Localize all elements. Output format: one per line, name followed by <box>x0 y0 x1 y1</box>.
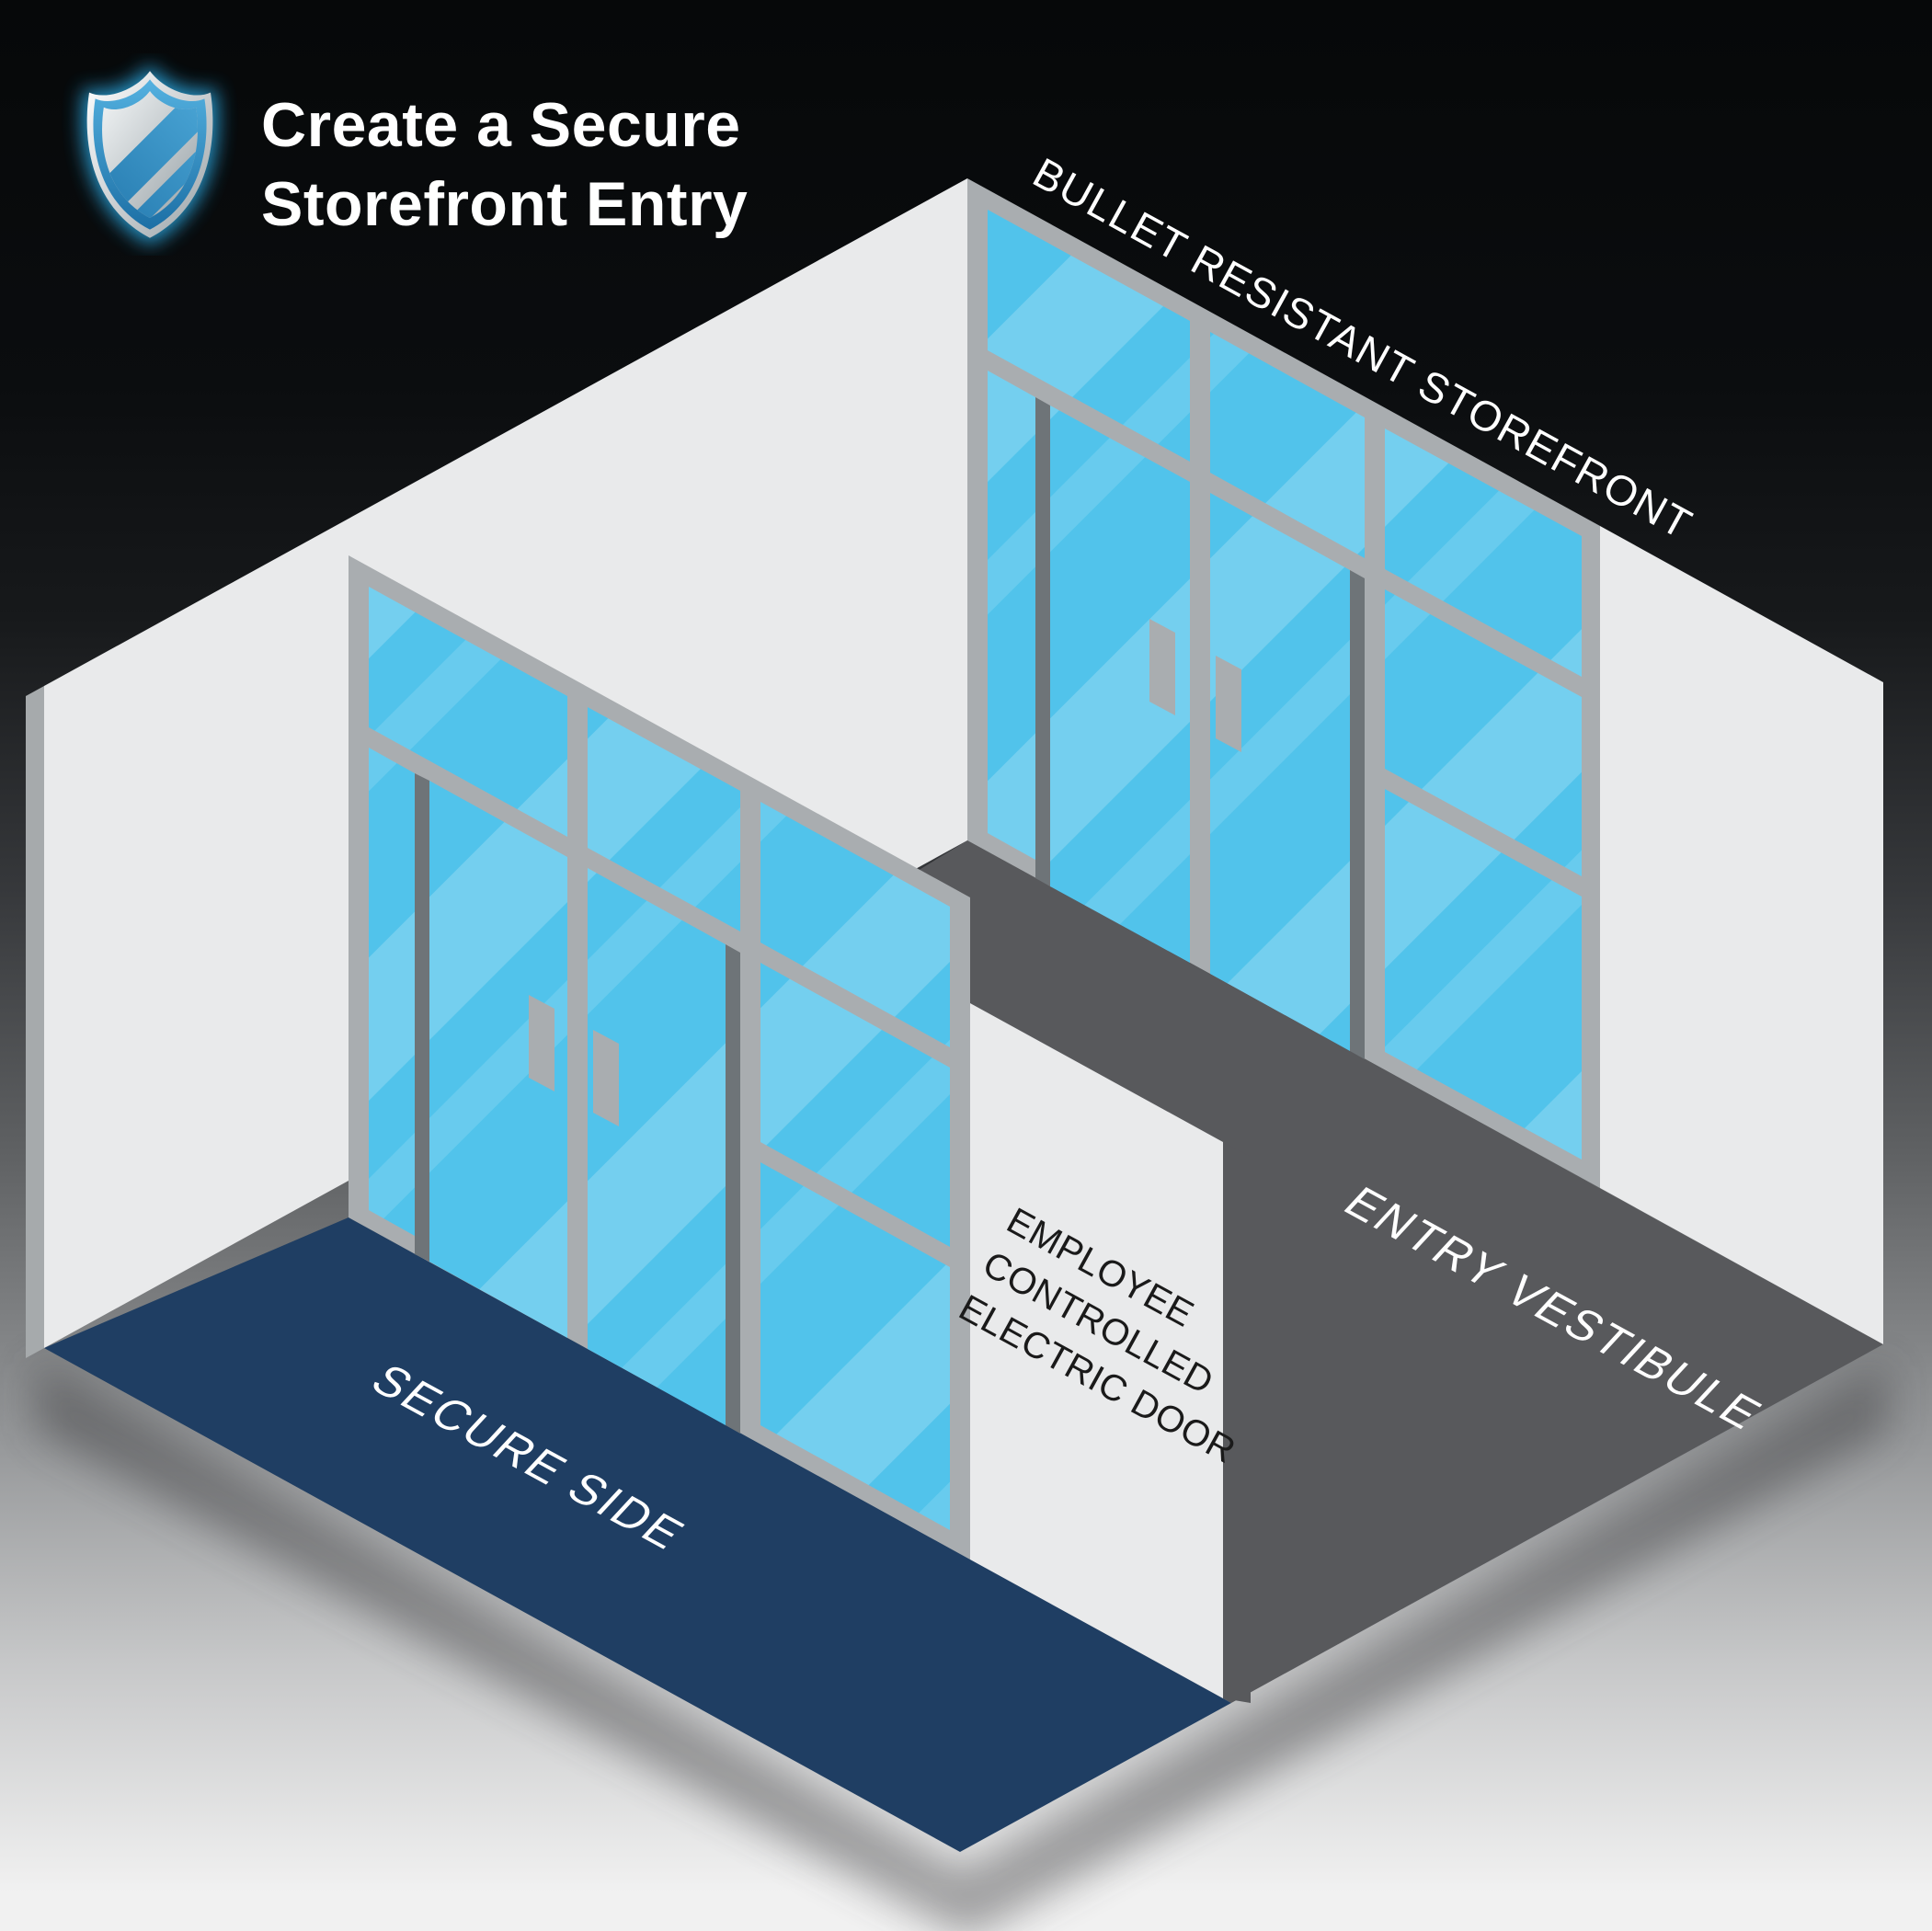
side-panel-glass <box>1385 589 1582 876</box>
glass-door-leaf <box>1210 493 1350 1051</box>
door-handle-plate <box>529 995 554 1091</box>
transom-glass <box>588 707 740 931</box>
transom-glass <box>988 210 1190 462</box>
door-hinge-post <box>415 773 429 1262</box>
employee-door-wall-edge <box>1223 1142 1251 1703</box>
employee-door-wall <box>970 1003 1251 1703</box>
bullet-resistant-storefront <box>967 178 1600 1188</box>
side-panel-glass <box>760 963 950 1247</box>
west-wall-outer-edge <box>26 686 44 1358</box>
side-panel-glass <box>1385 789 1582 1160</box>
door-hinge-post <box>726 944 740 1434</box>
secure-partition-storefront <box>349 555 970 1560</box>
glass-door-leaf <box>429 781 567 1338</box>
glass-door-leaf <box>1050 406 1190 963</box>
shield-icon-graphic <box>82 63 218 246</box>
sidelight-glass <box>369 748 415 1236</box>
shield-icon <box>53 53 246 256</box>
door-handle-plate <box>593 1030 619 1126</box>
glass-door-leaf <box>588 868 726 1425</box>
secure-side-floor <box>44 1217 1231 1852</box>
door-handle-plate <box>1149 619 1175 715</box>
transom-glass <box>1210 332 1365 558</box>
side-panel-glass <box>760 1162 950 1530</box>
sidelight-glass <box>988 371 1035 860</box>
door-hinge-post <box>1350 570 1365 1059</box>
transom-glass <box>1385 428 1582 677</box>
transom-glass <box>369 587 567 837</box>
employee-door-wall-face <box>970 1003 1223 1698</box>
right-wall-face <box>1600 526 1883 1344</box>
page-title-line2: Storefront Entry <box>261 168 749 239</box>
page-title: Create a Secure Storefront Entry <box>261 86 748 244</box>
page-title-line1: Create a Secure <box>261 90 741 160</box>
transom-glass <box>760 802 950 1047</box>
door-hinge-post <box>1035 397 1050 886</box>
door-handle-plate <box>1216 656 1241 752</box>
